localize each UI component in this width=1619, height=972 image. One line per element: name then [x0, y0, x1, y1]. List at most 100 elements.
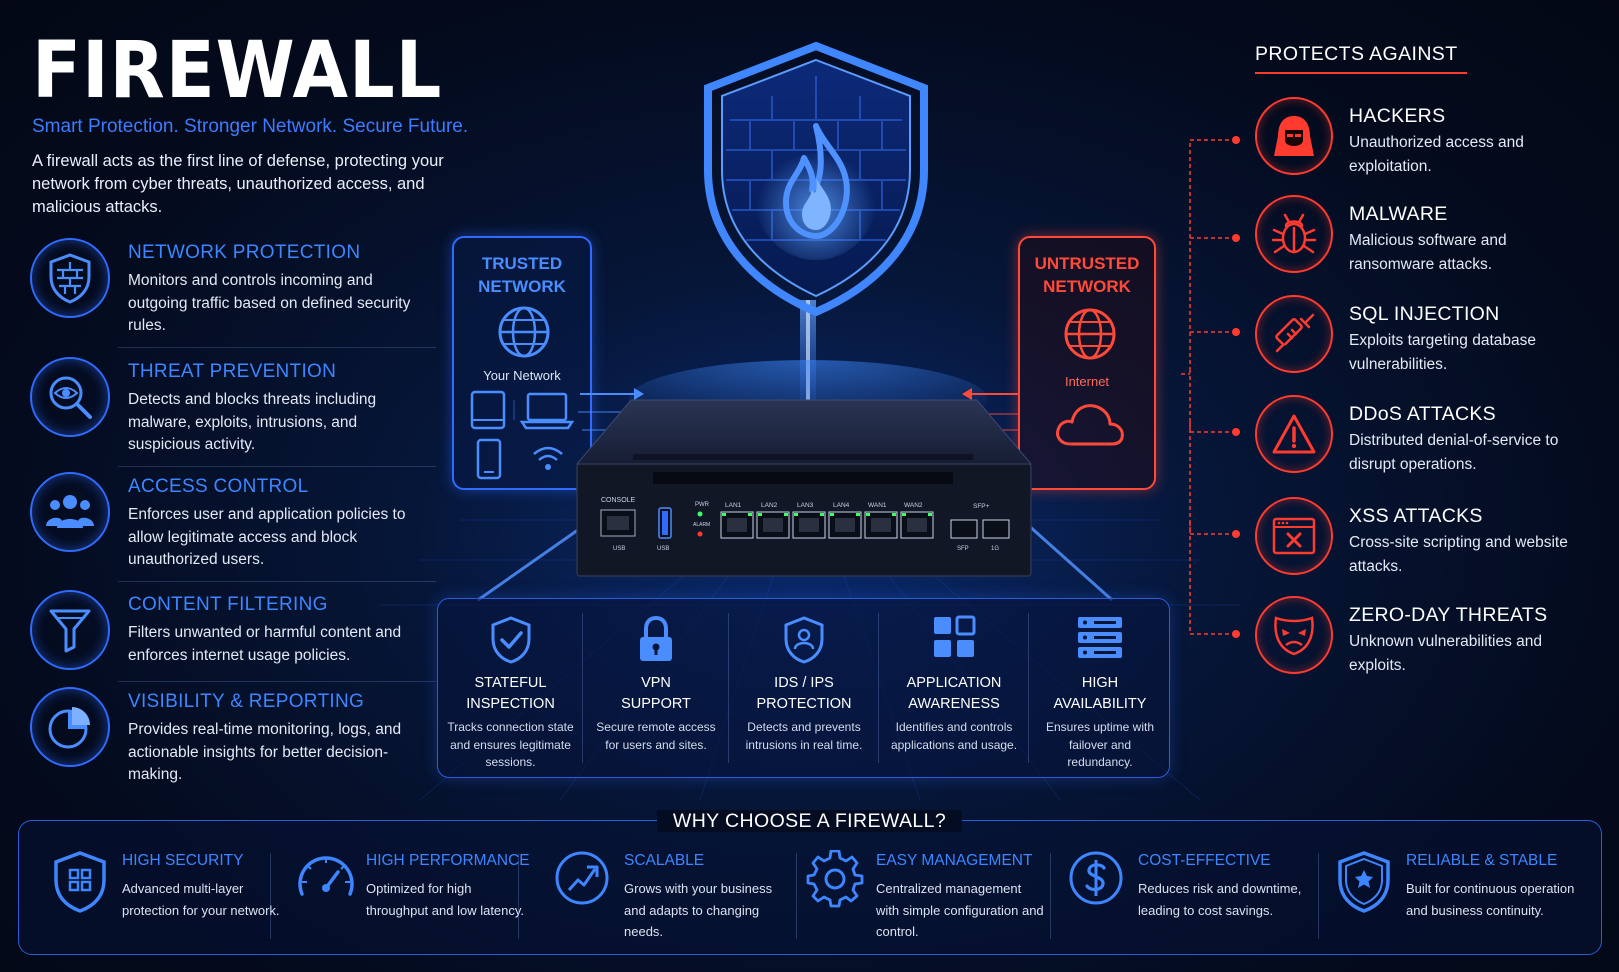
cloud-icon	[1056, 404, 1124, 446]
untrusted-network-panel: UNTRUSTED NETWORK Internet	[1018, 236, 1156, 490]
feature-threat-prevention: THREAT PREVENTION Detects and blocks thr…	[30, 357, 436, 467]
feature-desc: Monitors and controls incoming and outgo…	[128, 272, 411, 334]
scale-arrow-icon	[555, 851, 609, 905]
syringe-icon	[1255, 295, 1333, 373]
intro-text: A firewall acts as the first line of def…	[32, 152, 444, 216]
trusted-network-panel: TRUSTED NETWORK Your Network	[452, 236, 592, 490]
warning-icon	[1255, 395, 1333, 473]
server-stack-icon	[1078, 617, 1122, 658]
trusted-network-subtitle: Your Network	[483, 368, 561, 383]
globe-icon	[498, 306, 550, 358]
feature-visibility-reporting: VISIBILITY & REPORTING Provides real-tim…	[30, 687, 420, 797]
port-label-lan3: LAN3	[797, 502, 814, 509]
port-label-wan1: WAN1	[868, 502, 887, 509]
benefit-desc: Optimized for high throughput and low la…	[366, 881, 525, 918]
benefit-desc: Advanced multi-layer protection for your…	[122, 881, 280, 918]
feature-title: THREAT PREVENTION	[128, 361, 337, 382]
feature-title: NETWORK PROTECTION	[128, 242, 361, 263]
benefit-desc: Reduces risk and downtime, leading to co…	[1138, 881, 1302, 918]
threat-connectors	[1180, 136, 1240, 638]
threat-ddos: DDoS ATTACKS Distributed denial-of-servi…	[1255, 395, 1595, 485]
feature-access-control: ACCESS CONTROL Enforces user and applica…	[30, 472, 436, 582]
benefit-title: HIGH SECURITY	[122, 852, 244, 869]
untrusted-network-subtitle: Internet	[1064, 374, 1110, 389]
firewall-appliance: CONSOLE USB USB PWR ALARM LAN1 LAN2 LAN3…	[575, 399, 1033, 577]
benefit-title: RELIABLE & STABLE	[1406, 852, 1558, 869]
gear-icon	[806, 850, 864, 908]
threat-zero-day: ZERO-DAY THREATS Unknown vulnerabilities…	[1255, 596, 1595, 686]
threat-title: HACKERS	[1349, 105, 1446, 127]
benefit-title: SCALABLE	[624, 852, 705, 869]
threat-desc: Cross-site scripting and website attacks…	[1349, 534, 1568, 575]
feature-content-filtering: CONTENT FILTERING Filters unwanted or ha…	[30, 590, 436, 700]
app-grid-icon	[934, 615, 976, 657]
port-label-sfp: SFP+	[973, 503, 990, 510]
capability-desc: Tracks connection state and ensures legi…	[447, 720, 574, 769]
feature-title: ACCESS CONTROL	[128, 476, 309, 497]
divider	[118, 681, 436, 682]
benefit-desc: Centralized management with simple confi…	[876, 881, 1044, 939]
benefit-title: COST-EFFECTIVE	[1138, 852, 1271, 869]
port-label-sfp1: SFP	[957, 546, 969, 552]
bug-icon	[1255, 195, 1333, 273]
threat-hackers: HACKERS Unauthorized access and exploita…	[1255, 97, 1595, 187]
shield-check-icon	[491, 616, 530, 664]
speedometer-icon	[298, 856, 354, 896]
threat-sql-injection: SQL INJECTION Exploits targeting databas…	[1255, 295, 1595, 385]
shield-user-icon	[784, 616, 824, 664]
shield-wall-icon	[30, 238, 110, 318]
shield-badge-icon	[1338, 851, 1390, 913]
eye-magnifier-icon	[30, 357, 110, 437]
led-label-alarm: ALARM	[693, 522, 710, 528]
threat-desc: Unauthorized access and exploitation.	[1349, 134, 1524, 175]
hacker-icon	[1255, 97, 1333, 175]
feature-desc: Enforces user and application policies t…	[128, 506, 406, 568]
protects-against-title: PROTECTS AGAINST	[1255, 43, 1458, 65]
tagline: Smart Protection. Stronger Network. Secu…	[32, 116, 469, 137]
devices-icon	[470, 390, 575, 480]
feature-network-protection: NETWORK PROTECTION Monitors and controls…	[30, 238, 436, 348]
title-underline	[1255, 72, 1467, 74]
capability-desc: Identifies and controls applications and…	[890, 720, 1018, 752]
pie-chart-icon	[30, 687, 110, 767]
feature-desc: Filters unwanted or harmful content and …	[128, 624, 402, 664]
benefit-desc: Built for continuous operation and busin…	[1406, 881, 1575, 918]
filter-icon	[30, 590, 110, 670]
firewall-shield-icon	[704, 41, 928, 316]
led-label-pwr: PWR	[695, 502, 710, 508]
threat-desc: Unknown vulnerabilities and exploits.	[1349, 633, 1543, 674]
threat-desc: Exploits targeting database vulnerabilit…	[1349, 332, 1536, 373]
port-label-usb1: USB	[613, 546, 625, 552]
benefit-title: EASY MANAGEMENT	[876, 852, 1033, 869]
browser-x-icon	[1255, 497, 1333, 575]
benefit-desc: Grows with your business and adapts to c…	[624, 881, 773, 939]
threat-desc: Distributed denial-of-service to disrupt…	[1349, 432, 1559, 473]
feature-title: CONTENT FILTERING	[128, 594, 328, 615]
feature-title: VISIBILITY & REPORTING	[128, 691, 365, 712]
threat-xss: XSS ATTACKS Cross-site scripting and web…	[1255, 497, 1595, 587]
capability-desc: Ensures uptime with failover and redunda…	[1045, 720, 1155, 769]
users-icon	[30, 472, 110, 552]
benefit-title: HIGH PERFORMANCE	[366, 852, 530, 869]
threat-title: MALWARE	[1349, 203, 1448, 225]
port-label-console: CONSOLE	[601, 497, 636, 504]
port-label-lan2: LAN2	[761, 502, 778, 509]
port-label-lan1: LAN1	[725, 502, 742, 509]
feature-desc: Detects and blocks threats including mal…	[128, 391, 377, 453]
lock-icon	[640, 615, 672, 661]
port-label-lan4: LAN4	[833, 502, 850, 509]
threat-title: XSS ATTACKS	[1349, 505, 1483, 527]
feature-desc: Provides real-time monitoring, logs, and…	[128, 721, 402, 783]
port-label-sfp2: 1G	[991, 546, 999, 552]
divider	[118, 581, 436, 582]
capability-desc: Detects and prevents intrusions in real …	[745, 720, 863, 752]
